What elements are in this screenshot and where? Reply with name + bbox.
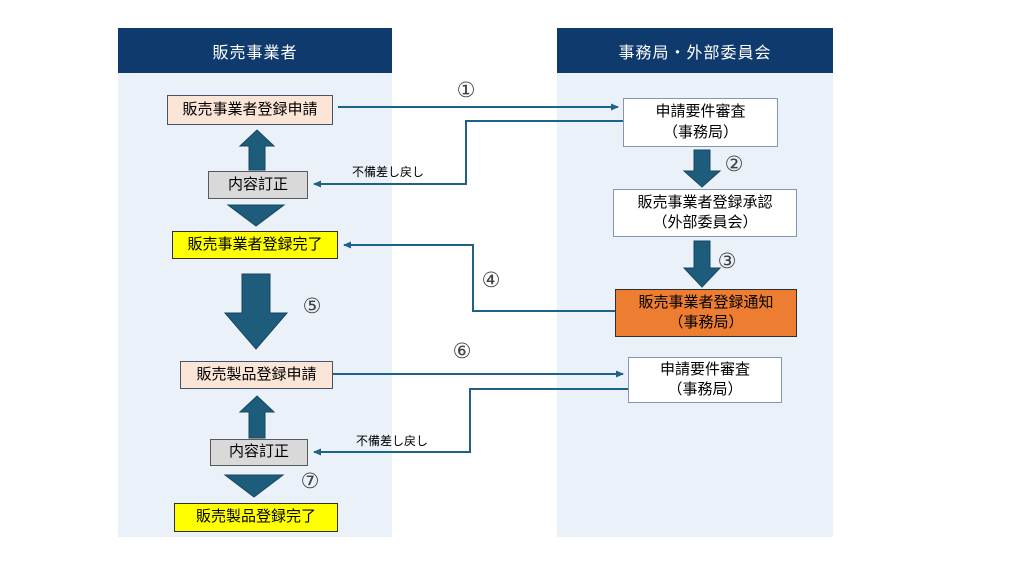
- node-seller-registration-complete: 販売事業者登録完了: [172, 231, 338, 259]
- node-label: 販売事業者登録申請: [182, 100, 318, 118]
- node-label: 販売製品登録申請: [196, 365, 317, 383]
- step-number-4: ④: [481, 269, 501, 292]
- node-content-correction-1: 内容訂正: [208, 171, 308, 199]
- step-number-6: ⑥: [452, 340, 472, 363]
- node-label: 内容訂正: [227, 175, 288, 193]
- block-arrow-step5: [223, 273, 289, 350]
- seller-column-title: 販売事業者: [212, 44, 298, 62]
- node-label: 販売事業者登録承認 （外部委員会）: [637, 193, 773, 231]
- node-seller-registration-approval: 販売事業者登録承認 （外部委員会）: [613, 189, 797, 237]
- block-arrow-correction2-up: [238, 395, 276, 439]
- node-label: 内容訂正: [228, 443, 289, 461]
- triangle-arrow-to-seller-done: [226, 204, 286, 227]
- step-number-3: ③: [717, 250, 737, 273]
- edge-return1: [313, 120, 623, 188]
- node-seller-registration-notice: 販売事業者登録通知 （事務局）: [615, 289, 797, 337]
- node-product-registration-application: 販売製品登録申請: [180, 361, 333, 389]
- office-column-title: 事務局・外部委員会: [618, 44, 772, 62]
- node-product-registration-complete: 販売製品登録完了: [174, 503, 338, 532]
- node-label: 販売製品登録完了: [195, 508, 316, 526]
- node-requirement-review-2: 申請要件審査 （事務局）: [628, 357, 782, 403]
- node-label: 販売事業者登録完了: [187, 235, 323, 253]
- step-number-5: ⑤: [302, 295, 322, 318]
- step-number-2: ②: [724, 153, 744, 176]
- seller-column-header: 販売事業者: [118, 28, 392, 73]
- block-arrow-step3: [682, 240, 722, 288]
- edge-label-return1: 不備差し戻し: [352, 165, 425, 179]
- step-number-7: ⑦: [300, 470, 320, 493]
- edge-return2: [313, 388, 628, 456]
- block-arrow-correction1-up: [238, 129, 276, 171]
- node-requirement-review-1: 申請要件審査 （事務局）: [623, 98, 778, 147]
- node-content-correction-2: 内容訂正: [210, 439, 308, 466]
- block-arrow-step2: [682, 149, 722, 188]
- node-label: 販売事業者登録通知 （事務局）: [638, 293, 774, 331]
- node-seller-registration-application: 販売事業者登録申請: [167, 95, 333, 125]
- triangle-arrow-to-product-done: [223, 474, 285, 498]
- edge-label-return2: 不備差し戻し: [356, 434, 429, 448]
- step-number-1: ①: [456, 79, 476, 102]
- node-label: 申請要件審査 （事務局）: [659, 360, 750, 398]
- edge-step4: [343, 241, 615, 312]
- node-label: 申請要件審査 （事務局）: [655, 103, 746, 141]
- office-column-header: 事務局・外部委員会: [557, 28, 833, 73]
